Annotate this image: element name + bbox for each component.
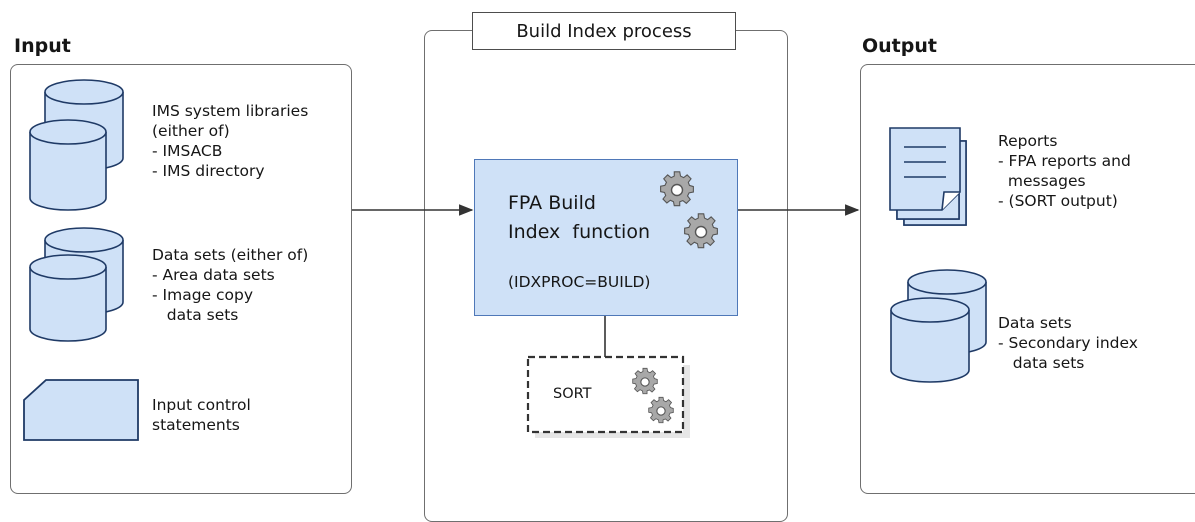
output-title: Output <box>862 35 937 57</box>
reports-line-3: messages <box>998 172 1086 190</box>
ims-libraries-cylinder-icon <box>29 79 124 211</box>
reports-line-4: - (SORT output) <box>998 192 1118 210</box>
function-param: (IDXPROC=BUILD) <box>508 273 651 291</box>
output-data-sets-line-3: data sets <box>998 354 1085 372</box>
input-data-sets-line-4: data sets <box>152 306 239 324</box>
function-line-1: FPA Build <box>508 192 596 214</box>
control-statements-line-1: Input control <box>152 396 251 414</box>
ims-libraries-line-1: IMS system libraries <box>152 102 309 120</box>
reports-line-1: Reports <box>998 132 1058 150</box>
input-data-sets-line-1: Data sets (either of) <box>152 246 309 264</box>
control-statements-card-icon <box>23 379 139 441</box>
input-data-sets-line-3: - Image copy <box>152 286 254 304</box>
control-statements-line-2: statements <box>152 416 240 434</box>
process-title: Build Index process <box>472 12 736 50</box>
output-data-sets-cylinder-icon <box>890 269 987 383</box>
reports-line-2: - FPA reports and <box>998 152 1131 170</box>
sort-gear-icon-top <box>632 367 658 395</box>
input-title: Input <box>14 35 71 57</box>
input-data-sets-line-2: - Area data sets <box>152 266 275 284</box>
ims-libraries-line-3: - IMSACB <box>152 142 223 160</box>
ims-libraries-line-4: - IMS directory <box>152 162 265 180</box>
output-data-sets-line-2: - Secondary index <box>998 334 1138 352</box>
ims-libraries-line-2: (either of) <box>152 122 230 140</box>
input-data-sets-cylinder-icon <box>29 227 124 342</box>
reports-document-icon <box>889 127 967 226</box>
function-line-2: Index function <box>508 221 650 243</box>
function-gear-icon-top <box>659 171 695 207</box>
sort-label: SORT <box>553 386 592 402</box>
sort-gear-icon-bottom <box>648 396 674 424</box>
output-data-sets-line-1: Data sets <box>998 314 1072 332</box>
function-gear-icon-bottom <box>683 213 719 249</box>
